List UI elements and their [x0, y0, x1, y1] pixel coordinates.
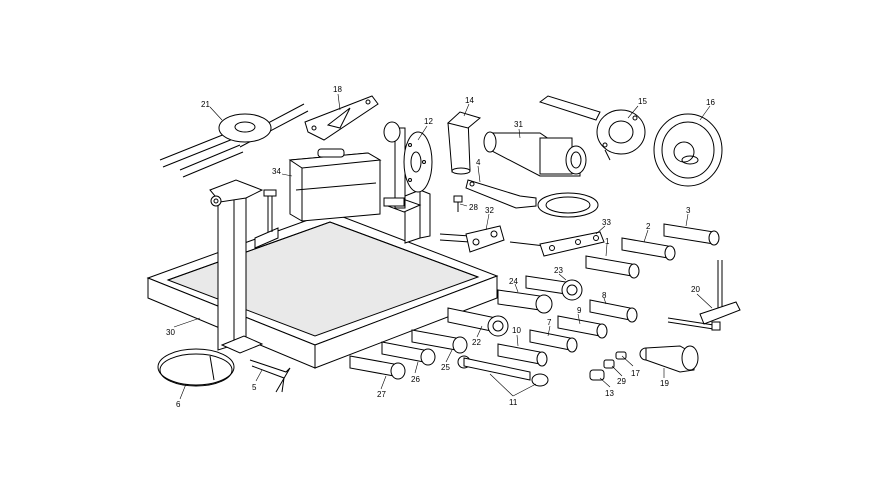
part-14-elbow	[446, 111, 482, 175]
callout-labels: 21 18 12 14 31 15 16 4 34 28 32 33 1 2 3…	[166, 85, 715, 409]
callout-13: 13	[605, 389, 614, 398]
part-21-wrench	[159, 103, 309, 178]
stand-column	[209, 179, 279, 354]
callout-24: 24	[509, 277, 518, 286]
callout-6: 6	[176, 400, 181, 409]
part-16-ring	[653, 113, 723, 187]
callout-2: 2	[646, 222, 651, 231]
callout-27: 27	[377, 390, 386, 399]
callout-25: 25	[441, 363, 450, 372]
callout-30: 30	[166, 328, 175, 337]
callout-7: 7	[547, 318, 552, 327]
callout-19: 19	[660, 379, 669, 388]
small-parts	[589, 351, 627, 381]
part-12-holder	[383, 121, 433, 209]
callout-14: 14	[465, 96, 474, 105]
callout-5: 5	[252, 383, 257, 392]
callout-1: 1	[605, 237, 610, 246]
part-33-bar	[509, 231, 605, 257]
callout-29: 29	[617, 377, 626, 386]
threaded-pins	[349, 223, 720, 380]
callout-31: 31	[514, 120, 523, 129]
part-11-pin	[457, 355, 549, 387]
callout-17: 17	[631, 369, 640, 378]
part-28-bolt	[453, 195, 463, 212]
part-4-spanner	[465, 179, 599, 218]
part-34-case	[288, 148, 382, 222]
leader-lines	[173, 93, 713, 400]
part-15-puller	[538, 95, 646, 161]
part-5-hexkey	[249, 359, 291, 393]
callout-28: 28	[469, 203, 478, 212]
callout-11: 11	[509, 398, 518, 407]
callout-33: 33	[602, 218, 611, 227]
part-32-plate	[439, 225, 505, 253]
callout-10: 10	[512, 326, 521, 335]
callout-12: 12	[424, 117, 433, 126]
callout-32: 32	[485, 206, 494, 215]
callout-9: 9	[577, 306, 582, 315]
callout-4: 4	[476, 158, 481, 167]
part-6-ring	[157, 348, 235, 387]
callout-26: 26	[411, 375, 420, 384]
part-19-sleeve	[639, 345, 699, 373]
callout-8: 8	[602, 291, 607, 300]
part-20-t-puller	[667, 260, 741, 331]
callout-23: 23	[554, 266, 563, 275]
callout-34: 34	[272, 167, 281, 176]
callout-18: 18	[333, 85, 342, 94]
callout-16: 16	[706, 98, 715, 107]
callout-21: 21	[201, 100, 210, 109]
callout-3: 3	[686, 206, 691, 215]
part-31-sleeve	[483, 131, 587, 177]
callout-22: 22	[472, 338, 481, 347]
callout-15: 15	[638, 97, 647, 106]
callout-20: 20	[691, 285, 700, 294]
part-18-plate	[304, 95, 379, 141]
